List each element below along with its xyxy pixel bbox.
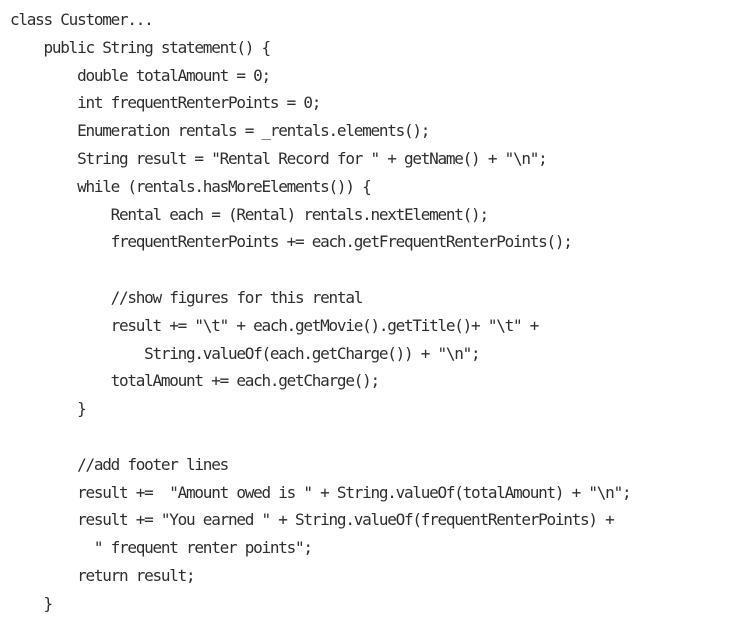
code-line: int frequentRenterPoints = 0; <box>10 93 321 113</box>
code-comment: //show figures for this rental <box>10 287 364 307</box>
code-listing: class Customer... public String statemen… <box>10 6 632 618</box>
code-line: class Customer... <box>10 10 154 29</box>
code-comment: //add footer lines <box>10 454 229 474</box>
code-line: totalAmount += each.getCharge(); <box>10 371 381 391</box>
code-line: } <box>10 593 54 613</box>
code-line: result += "\t" + each.getMovie().getTitl… <box>10 315 540 335</box>
code-line: return result; <box>10 565 196 585</box>
code-line: double totalAmount = 0; <box>10 65 271 85</box>
code-line: public String statement() { <box>10 37 272 57</box>
code-line: String result = "Rental Record for " + g… <box>10 148 548 168</box>
code-line: } <box>10 399 87 419</box>
code-line: while (rentals.hasMoreElements()) { <box>10 176 372 196</box>
code-line-blank <box>10 256 630 284</box>
code-line: frequentRenterPoints += each.getFrequent… <box>10 232 573 252</box>
code-line-blank <box>10 423 630 451</box>
code-line: Enumeration rentals = _rentals.elements(… <box>10 121 430 141</box>
code-line: Rental each = (Rental) rentals.nextEleme… <box>10 204 489 224</box>
code-line: result += "You earned " + String.valueOf… <box>10 510 615 530</box>
code-line: String.valueOf(each.getCharge()) + "\n"; <box>10 343 481 363</box>
code-line: " frequent renter points"; <box>10 538 313 558</box>
code-line: result += "Amount owed is " + String.val… <box>10 482 632 502</box>
